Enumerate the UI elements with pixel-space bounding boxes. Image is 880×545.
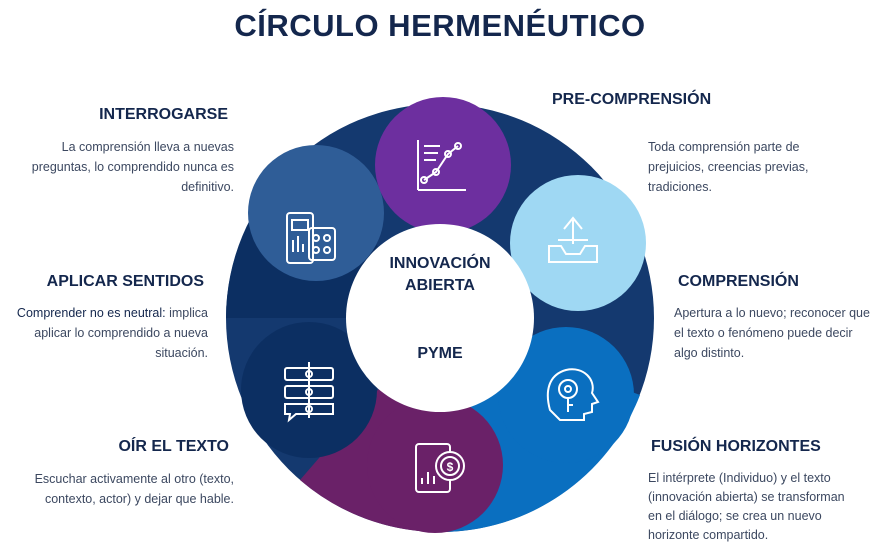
- desc-line: el texto o fenómeno puede decir: [674, 326, 853, 340]
- center-bottom-label: PYME: [417, 345, 463, 362]
- desc-line: prejuicios, creencias previas,: [648, 160, 809, 174]
- stage-heading-pre-comprension: PRE-COMPRENSIÓN: [552, 91, 712, 108]
- desc-line: en el diálogo; se crea un nuevo: [648, 509, 822, 523]
- center-line-2: ABIERTA: [405, 277, 475, 294]
- stage-desc-interrogarse: La comprensión lleva a nuevas preguntas,…: [0, 137, 234, 197]
- stage-desc-aplicar-sentidos: Comprender no es neutral: implica aplica…: [0, 303, 208, 363]
- page-title: CÍRCULO HERMENÉUTICO: [234, 8, 646, 43]
- desc-line: algo distinto.: [674, 346, 745, 360]
- tablet-finance-icon: $: [415, 443, 465, 493]
- desc-line: tradiciones.: [648, 180, 712, 194]
- desc-line: definitivo.: [181, 180, 234, 194]
- stage-desc-oir-texto: Escuchar activamente al otro (texto, con…: [0, 469, 234, 509]
- desc-line: contexto, actor) y dejar que hable.: [44, 492, 234, 506]
- desc-line: preguntas, lo comprendido nunca es: [31, 160, 234, 174]
- desc-line: El intérprete (Individuo) y el texto: [648, 471, 831, 485]
- stage-heading-aplicar-sentidos: APLICAR SENTIDOS: [46, 273, 204, 290]
- stage-heading-oir-texto: OÍR EL TEXTO: [118, 438, 229, 455]
- stage-heading-interrogarse: INTERROGARSE: [99, 106, 228, 123]
- desc-line: situación.: [155, 346, 208, 360]
- line-chart-icon: [417, 140, 466, 191]
- center-label: INNOVACIÓN ABIERTA: [360, 253, 520, 297]
- desc-line: aplicar lo comprendido a nueva: [34, 326, 208, 340]
- desc-rest: implica: [165, 306, 208, 320]
- lobe-comprension: [510, 175, 646, 311]
- stage-heading-fusion-horizontes: FUSIÓN HORIZONTES: [651, 438, 821, 455]
- desc-line: La comprensión lleva a nuevas: [61, 140, 234, 154]
- lobe-interrogarse: [248, 145, 384, 281]
- desc-line: (innovación abierta) se transforman: [648, 490, 845, 504]
- stage-heading-comprension: COMPRENSIÓN: [678, 273, 799, 290]
- stage-desc-fusion-horizontes: El intérprete (Individuo) y el texto (in…: [648, 469, 876, 545]
- head-key-icon: [546, 368, 600, 421]
- desc-line: Apertura a lo nuevo; reconocer que: [674, 306, 870, 320]
- center-circle: [346, 224, 534, 412]
- desc-line: Toda comprensión parte de: [648, 140, 800, 154]
- timeline-icon: [284, 362, 334, 423]
- desc-line: Comprender no es neutral: implica: [0, 303, 208, 323]
- desc-strong: Comprender no es neutral:: [16, 306, 166, 320]
- lobe-oir-texto: [367, 397, 503, 533]
- stage-desc-pre-comprension: Toda comprensión parte de prejuicios, cr…: [648, 137, 868, 197]
- svg-text:$: $: [447, 460, 454, 474]
- center-line-1: INNOVACIÓN: [389, 255, 491, 272]
- lobe-fusion-horizontes: [498, 327, 634, 463]
- inbox-upload-icon: [548, 216, 598, 263]
- mobile-dashboard-icon: [286, 212, 336, 264]
- lobe-pre-comprension: [375, 97, 511, 233]
- desc-line: Escuchar activamente al otro (texto,: [34, 472, 234, 486]
- desc-line: horizonte compartido.: [648, 528, 769, 542]
- stage-desc-comprension: Apertura a lo nuevo; reconocer que el te…: [674, 303, 878, 363]
